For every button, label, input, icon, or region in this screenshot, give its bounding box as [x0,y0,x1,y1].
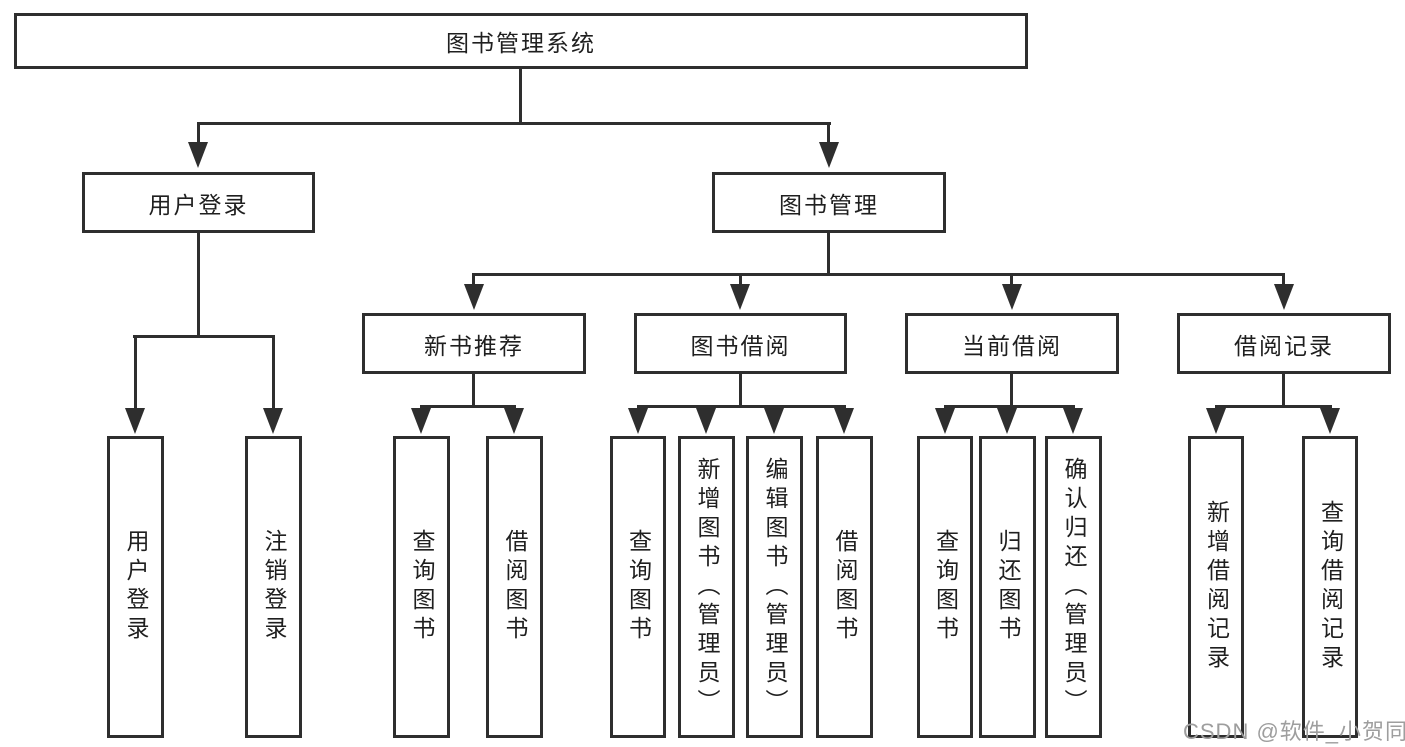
node-book-mgmt-label: 图书管理 [779,191,879,218]
leaf-label: 借阅图书 [832,529,858,645]
arrow-down-icon [935,408,955,434]
node-current-borrow: 当前借阅 [905,313,1119,374]
arrow-down-icon [411,408,431,434]
arrow-down-icon [1320,408,1340,434]
node-user-login-label: 用户登录 [148,191,249,218]
node-book-mgmt: 图书管理 [712,172,946,233]
connector-root-split [197,122,831,125]
leaf-add-borrow-record: 新增借阅记录 [1188,436,1244,738]
arrow-down-icon [464,284,484,310]
connector-new-book-rec-split [420,405,516,408]
connector-to-book-mgmt [827,122,830,146]
leaf-label: 新增图书（管理员） [694,456,720,718]
arrow-down-icon [504,408,524,434]
leaf-label: 查询图书 [625,529,652,645]
leaf-query-books-3: 查询图书 [917,436,973,738]
connector-to-new-book-rec [472,273,475,287]
leaf-borrow-books-2: 借阅图书 [816,436,873,738]
leaf-label: 确认归还（管理员） [1061,456,1087,718]
connector-user-login-stub [197,233,200,338]
connector-book-mgmt-stub [827,233,830,276]
connector-root-stub [519,69,522,125]
connector-to-user-login [197,122,200,146]
node-book-borrow: 图书借阅 [634,313,847,374]
node-current-borrow-label: 当前借阅 [962,332,1062,359]
connector-borrow-records-split [1215,405,1332,408]
leaf-label: 借阅图书 [502,529,528,645]
connector-book-borrow-stub [739,374,742,408]
connector-book-borrow-split [637,405,846,408]
leaf-label: 查询借阅记录 [1317,500,1344,674]
connector-to-borrow-records [1282,273,1285,287]
leaf-label: 用户登录 [123,529,149,645]
leaf-user-login: 用户登录 [107,436,164,738]
connector-to-leaf-logout [272,335,275,410]
leaf-label: 新增借阅记录 [1203,500,1230,674]
node-book-borrow-label: 图书借阅 [690,332,791,359]
node-new-book-rec: 新书推荐 [362,313,586,374]
leaf-label: 归还图书 [995,529,1021,645]
connector-book-mgmt-split [472,273,1285,276]
leaf-label: 编辑图书（管理员） [762,456,788,718]
connector-new-book-rec-stub [472,374,475,408]
connector-user-login-split [133,335,275,338]
leaf-query-books-1: 查询图书 [393,436,450,738]
leaf-query-borrow-record: 查询借阅记录 [1302,436,1358,738]
arrow-down-icon [188,142,208,168]
leaf-confirm-return-admin: 确认归还（管理员） [1045,436,1102,738]
connector-to-current-borrow [1010,273,1013,287]
leaf-add-books-admin: 新增图书（管理员） [678,436,735,738]
node-borrow-records: 借阅记录 [1177,313,1391,374]
node-user-login: 用户登录 [82,172,315,233]
arrow-down-icon [834,408,854,434]
node-root: 图书管理系统 [14,13,1028,69]
arrow-down-icon [263,408,283,434]
node-borrow-records-label: 借阅记录 [1234,332,1334,359]
connector-current-borrow-split [944,405,1075,408]
connector-current-borrow-stub [1010,374,1013,408]
leaf-return-books: 归还图书 [979,436,1036,738]
arrow-down-icon [819,142,839,168]
leaf-label: 查询图书 [409,529,435,645]
leaf-query-books-2: 查询图书 [610,436,666,738]
arrow-down-icon [1274,284,1294,310]
node-root-label: 图书管理系统 [446,30,596,56]
leaf-edit-books-admin: 编辑图书（管理员） [746,436,803,738]
arrow-down-icon [764,408,784,434]
node-new-book-rec-label: 新书推荐 [424,332,524,359]
connector-to-book-borrow [739,273,742,287]
arrow-down-icon [997,408,1017,434]
arrow-down-icon [1002,284,1022,310]
watermark: CSDN @软件_小贺同学 [1183,719,1405,744]
arrow-down-icon [628,408,648,434]
leaf-logout: 注销登录 [245,436,302,738]
connector-borrow-records-stub [1282,374,1285,408]
leaf-label: 查询图书 [932,529,959,645]
leaf-borrow-books-1: 借阅图书 [486,436,543,738]
leaf-label: 注销登录 [261,529,287,645]
arrow-down-icon [730,284,750,310]
arrow-down-icon [125,408,145,434]
arrow-down-icon [1063,408,1083,434]
arrow-down-icon [696,408,716,434]
arrow-down-icon [1206,408,1226,434]
connector-to-leaf-user-login [134,335,137,410]
